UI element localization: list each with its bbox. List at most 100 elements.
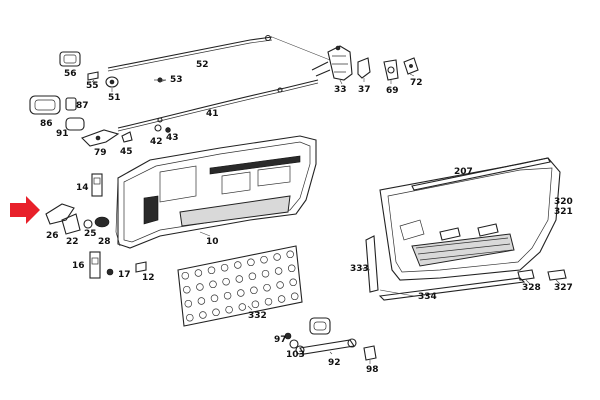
edge-strip-333 — [365, 235, 379, 293]
bracket-22 — [61, 213, 81, 235]
label-55: 55 — [86, 81, 99, 91]
sheet-hole — [197, 297, 206, 305]
screw-97 — [284, 332, 292, 340]
handle-bezel-86 — [29, 95, 61, 115]
label-42: 42 — [150, 137, 163, 147]
label-52: 52 — [196, 60, 209, 70]
sheet-hole — [186, 313, 194, 322]
handle-cup-87 — [65, 97, 77, 111]
sheet-hole — [220, 263, 229, 272]
sheet-hole — [209, 280, 217, 289]
sheet-holes — [181, 250, 299, 322]
label-33: 33 — [334, 85, 347, 95]
label-16: 16 — [72, 261, 85, 271]
label-327: 327 — [554, 283, 573, 293]
sheet-hole — [286, 250, 294, 259]
sheet-hole — [222, 277, 230, 286]
label-25: 25 — [84, 229, 97, 239]
cup-plate — [309, 317, 331, 335]
clip-42 — [154, 124, 162, 132]
grommet-28 — [94, 216, 110, 228]
pull-handle-92 — [295, 338, 357, 355]
hinge-16 — [89, 251, 101, 279]
clip-45 — [121, 131, 133, 143]
clip-43 — [165, 127, 171, 133]
rod-52 — [107, 34, 273, 72]
sound-deadening-sheet — [177, 245, 303, 327]
label-103: 103 — [286, 350, 305, 360]
check-strap-26 — [45, 203, 75, 225]
label-10: 10 — [206, 237, 219, 247]
sheet-hole — [212, 308, 220, 317]
lock-mechanism — [311, 45, 353, 81]
label-22: 22 — [66, 237, 79, 247]
sheet-hole — [194, 269, 203, 277]
sheet-hole — [210, 294, 219, 303]
label-97: 97 — [274, 335, 287, 345]
label-334: 334 — [418, 292, 437, 302]
sheet-hole — [248, 272, 257, 281]
sheet-hole — [273, 253, 281, 261]
bracket-37 — [357, 57, 371, 79]
lever-79 — [81, 129, 120, 147]
label-51: 51 — [108, 93, 121, 103]
pointer-arrow — [10, 196, 40, 224]
sheet-hole — [207, 266, 216, 275]
hinge-14 — [91, 173, 103, 197]
clip-12 — [135, 261, 147, 273]
cover-98 — [363, 345, 377, 361]
sheet-hole — [184, 299, 193, 308]
clip-55 — [87, 71, 99, 81]
label-53: 53 — [170, 75, 183, 85]
bushing-51 — [105, 76, 119, 88]
sheet-hole — [274, 267, 283, 275]
label-79: 79 — [94, 148, 107, 158]
leader-lines — [91, 73, 561, 364]
label-45: 45 — [120, 147, 133, 157]
label-69: 69 — [386, 86, 399, 96]
label-12: 12 — [142, 273, 155, 283]
lower-trim-strip-334 — [378, 277, 526, 301]
part-labels: 56 55 51 53 52 33 37 69 72 86 87 91 41 7… — [40, 60, 573, 375]
label-98: 98 — [366, 365, 379, 375]
sheet-hole — [234, 261, 242, 269]
sheet-hole — [251, 300, 260, 309]
washer-103 — [289, 339, 299, 349]
sheet-hole — [250, 286, 258, 295]
label-43: 43 — [166, 133, 179, 143]
label-37: 37 — [358, 85, 371, 95]
rod-41 — [117, 79, 319, 132]
label-86: 86 — [40, 119, 53, 129]
roller-25 — [83, 219, 93, 229]
sheet-hole — [225, 305, 233, 314]
label-56: 56 — [64, 69, 77, 79]
label-320: 320 — [554, 197, 573, 207]
screw-53 — [154, 77, 166, 83]
sheet-hole — [223, 291, 232, 300]
label-332: 332 — [248, 311, 267, 321]
clip-327 — [547, 269, 567, 281]
label-92: 92 — [328, 358, 341, 368]
label-207: 207 — [454, 167, 473, 177]
label-91: 91 — [56, 129, 69, 139]
sheet-hole — [261, 269, 270, 278]
clip-328 — [517, 269, 535, 281]
sheet-hole — [238, 303, 247, 311]
sheet-hole — [181, 271, 190, 280]
sheet-hole — [260, 255, 268, 264]
sheet-hole — [196, 283, 204, 291]
label-87: 87 — [76, 101, 89, 111]
sheet-hole — [289, 278, 297, 287]
sheet-hole — [277, 295, 286, 303]
label-17: 17 — [118, 270, 131, 280]
sheet-hole — [276, 281, 284, 289]
plate-72 — [403, 57, 419, 75]
door-trim-panel — [379, 157, 561, 281]
sheet-hole — [263, 283, 271, 292]
upper-trim-strip-207 — [411, 157, 551, 191]
sheet-hole — [290, 292, 299, 301]
striker-69 — [383, 59, 399, 81]
label-328: 328 — [522, 283, 541, 293]
